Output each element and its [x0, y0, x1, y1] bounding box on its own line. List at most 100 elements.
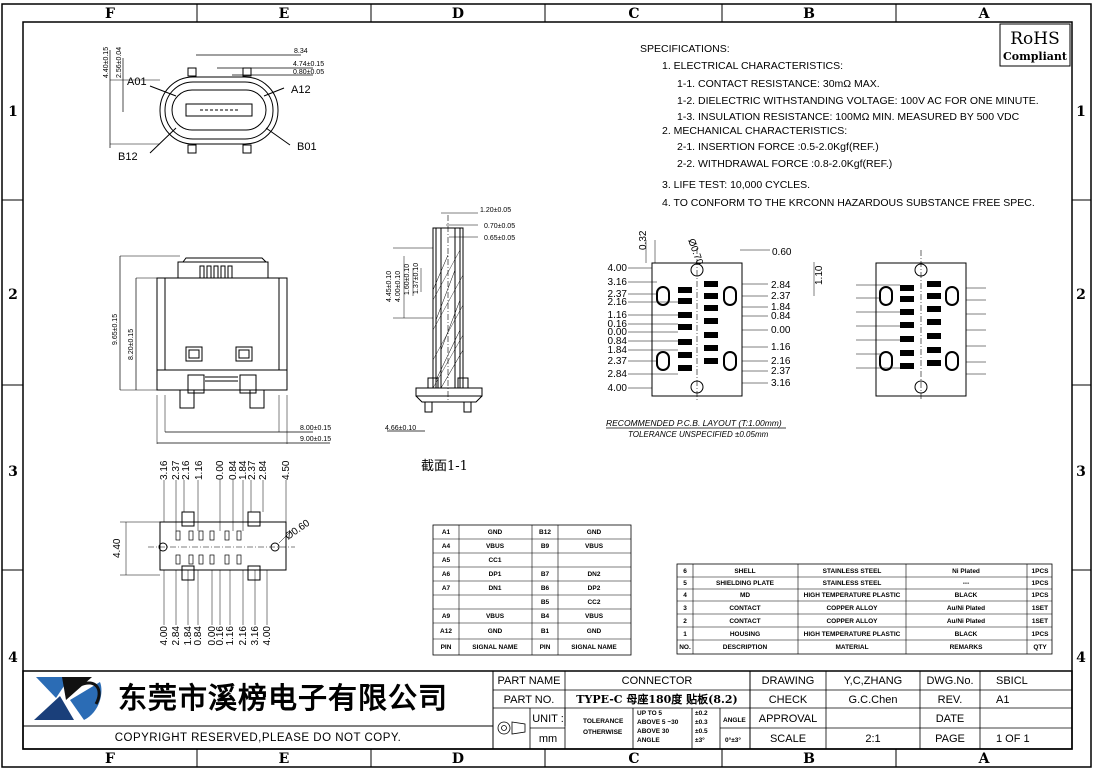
- spec-line-3: 1-2. DIELECTRIC WITHSTANDING VOLTAGE: 10…: [677, 95, 1039, 107]
- dim-4-66: 4.66±0.10: [385, 425, 416, 432]
- angle-value: 0°±3°: [725, 736, 741, 744]
- part-name-label: PART NAME: [498, 675, 561, 687]
- date-label: DATE: [936, 713, 965, 725]
- pcb-right-8: 2.37: [771, 366, 791, 377]
- bom-table-cell: ---: [963, 580, 970, 587]
- signal-table-cell: SIGNAL NAME: [571, 644, 617, 651]
- tol-range-3: ABOVE 30: [637, 728, 670, 735]
- signal-table-cell: VBUS: [585, 613, 604, 620]
- spec-line-1: 1. ELECTRICAL CHARACTERISTICS:: [662, 60, 843, 72]
- pcb-dim-0-32: 0.32: [638, 230, 649, 250]
- bom-table-cell: BLACK: [955, 631, 978, 638]
- spec-line-7: 2-2. WITHDRAWAL FORCE :0.8-2.0Kgf(REF.): [677, 158, 892, 170]
- label-a12: A12: [291, 84, 311, 96]
- pcb-right-2: 2.37: [771, 291, 791, 302]
- signal-table-cell: B9: [541, 543, 550, 550]
- bv-top-6: 0.84: [228, 460, 239, 480]
- pcb-left-12: 4.00: [608, 383, 628, 394]
- scale-label: SCALE: [770, 733, 806, 745]
- dim-1-60: 1.60±0.10: [404, 264, 411, 295]
- page-value: 1 OF 1: [996, 733, 1030, 745]
- signal-table-cell: DN2: [587, 571, 600, 578]
- spec-line-8: 3. LIFE TEST: 10,000 CYCLES.: [662, 179, 810, 191]
- label-b12: B12: [118, 151, 138, 163]
- title-block-values-left: SBICL A1 1 OF 1: [996, 675, 1030, 745]
- bv-bot-1: 4.00: [159, 626, 170, 646]
- bom-table-cell: Ni Plated: [952, 568, 980, 575]
- dim-9-00: 9.00±0.15: [300, 436, 331, 443]
- dim-8-20: 8.20±0.15: [128, 329, 135, 360]
- title-block: [22, 670, 1073, 750]
- zone-col-a-top: A: [978, 6, 991, 22]
- zone-row-3-left: 3: [8, 464, 18, 480]
- zone-col-f-bottom: F: [105, 751, 115, 767]
- dim-0-70: 0.70±0.05: [484, 223, 515, 230]
- label-b01: B01: [297, 141, 317, 153]
- pcb-dim-1-10: 1.10: [814, 265, 825, 285]
- tol-value-3: ±0.5: [695, 728, 708, 735]
- dim-2-56: 2.56±0.04: [116, 47, 123, 78]
- section-view: [387, 212, 483, 432]
- pcb-title: RECOMMENDED P.C.B. LAYOUT (T:1.00mm): [606, 418, 782, 428]
- bom-table-cell: NO.: [679, 644, 691, 651]
- front-view-labels: A01 A12 B12 B01: [118, 76, 317, 163]
- bom-table-cell: CONTACT: [729, 618, 760, 625]
- bv-top-2: 2.37: [171, 460, 182, 480]
- bom-table-cell: 1SET: [1032, 618, 1048, 625]
- check-label: CHECK: [769, 694, 808, 706]
- pcb-left-4: 2.16: [608, 297, 628, 308]
- dim-8-34: 8.34: [294, 48, 308, 55]
- signal-table-cell: A1: [442, 529, 451, 536]
- signal-table-cell: PIN: [540, 644, 551, 651]
- signal-table-cell: VBUS: [486, 543, 505, 550]
- tol-value-angle: ±3°: [695, 736, 705, 744]
- bv-top-9: 2.84: [258, 460, 269, 480]
- bv-bot-2: 2.84: [171, 626, 182, 646]
- zone-numbers: 1 2 3 4 1 2 3 4: [8, 104, 1086, 666]
- check-value: G.C.Chen: [849, 694, 898, 706]
- specifications: SPECIFICATIONS: 1. ELECTRICAL CHARACTERI…: [640, 43, 1039, 209]
- signal-table-cell: A5: [442, 557, 451, 564]
- signal-table-cell: CC2: [587, 599, 600, 606]
- part-name-value: CONNECTOR: [622, 675, 693, 687]
- signal-table-cell: VBUS: [585, 543, 604, 550]
- tol-value-1: ±0.2: [695, 710, 708, 717]
- zone-row-3-right: 3: [1076, 464, 1086, 480]
- bv-top-3: 2.16: [181, 460, 192, 480]
- bv-bot-9: 3.16: [250, 626, 261, 646]
- signal-table-cell: B6: [541, 585, 550, 592]
- dim-9-65: 9.65±0.15: [112, 314, 119, 345]
- pcb-tolerance: TOLERANCE UNSPECIFIED ±0.05mm: [628, 430, 769, 439]
- bv-top-8: 2.37: [247, 460, 258, 480]
- bom-table-cell: COPPER ALLOY: [826, 618, 878, 625]
- label-a01: A01: [127, 76, 147, 88]
- bom-table-cell: Au/Ni Plated: [947, 605, 985, 612]
- zone-col-d-bottom: D: [452, 751, 464, 767]
- section-view-dims: 1.20±0.05 0.70±0.05 0.65±0.05 4.45±0.10 …: [385, 207, 515, 432]
- zone-row-1-right: 1: [1076, 104, 1086, 120]
- bv-dim-4-40: 4.40: [112, 538, 123, 558]
- tol-label-1: TOLERANCE: [583, 718, 624, 725]
- page-label: PAGE: [935, 733, 965, 745]
- bom-table-cell: 3: [683, 605, 687, 612]
- zone-dividers: [2, 4, 1091, 767]
- pcb-left-2: 3.16: [608, 277, 628, 288]
- zone-row-2-left: 2: [8, 287, 18, 303]
- bv-top-4: 1.16: [194, 460, 205, 480]
- tol-label-2: OTHERWISE: [583, 729, 623, 736]
- dim-4-40: 4.40±0.15: [103, 47, 110, 78]
- tol-value-2: ±0.3: [695, 719, 708, 726]
- bom-table-cell: 4: [683, 592, 687, 599]
- pcb-right-7: 2.16: [771, 356, 791, 367]
- pcb-layout: [628, 240, 815, 400]
- side-view: [119, 255, 330, 444]
- bom-table-cell: 1PCS: [1032, 580, 1050, 587]
- bom-table-cell: STAINLESS STEEL: [823, 568, 882, 575]
- zone-col-f-top: F: [105, 6, 115, 22]
- bv-top-1: 3.16: [159, 460, 170, 480]
- tol-range-1: UP TO 5: [637, 710, 662, 717]
- rohs-subtitle: Compliant: [1003, 50, 1068, 63]
- signal-table-cell: GND: [587, 529, 602, 536]
- bv-bot-5: 0.00: [207, 626, 218, 646]
